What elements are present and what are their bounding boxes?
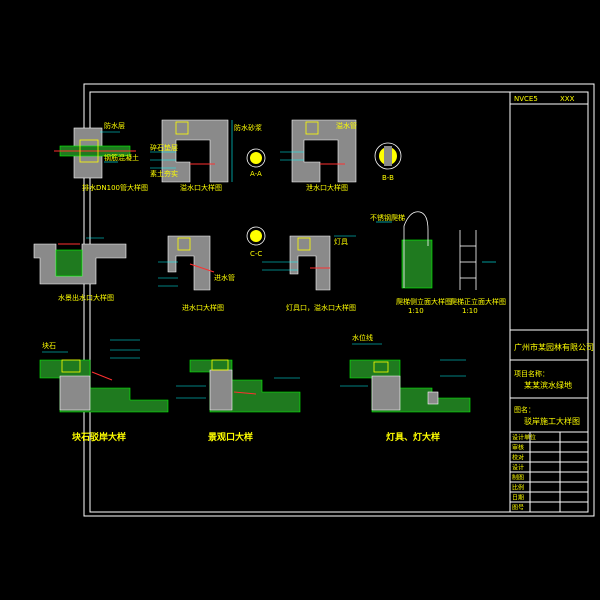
caption-d8: 灯具口，溢水口大样图 <box>286 303 356 312</box>
header-left: NVCE5 <box>514 95 538 103</box>
note-concrete: 钢筋混凝土 <box>104 153 139 162</box>
project-name: 某某滨水绿地 <box>524 380 572 390</box>
outer-border <box>83 83 595 517</box>
caption-d9: 爬梯侧立面大样图 <box>396 297 452 306</box>
note-ladder: 不锈钢爬梯 <box>370 213 405 222</box>
note-gravel: 碎石垫层 <box>150 143 178 152</box>
title-block-row-label: 设计单位 <box>512 434 536 442</box>
company-name: 广州市某园林有限公司 <box>514 342 594 352</box>
section-stone-bank: 块石驳岸大样 <box>39 339 169 443</box>
scale-d10: 1:10 <box>462 307 478 315</box>
title-block-row-label: 审核 <box>512 444 524 452</box>
scale-d9: 1:10 <box>408 307 424 315</box>
title-block-row-label: 校对 <box>512 454 524 462</box>
section-lamp: 灯具、灯大样 <box>340 343 471 443</box>
caption-d4: A-A <box>250 170 262 178</box>
title-block: NVCE5 XXX 广州市某园林有限公司 项目名称： 某某滨水绿地 图名： 驳岸… <box>509 91 594 513</box>
header-right: XXX <box>560 95 575 103</box>
title-block-row-label: 图号 <box>512 505 524 512</box>
note-overflow-pipe: 溢水管 <box>336 121 357 130</box>
detail-water-outlet: 水景出水口大样图 <box>33 237 127 302</box>
note-waterproof: 防水层 <box>104 121 125 130</box>
caption-d7: 进水口大样图 <box>182 303 224 312</box>
detail-inlet: 进水口大样图 <box>158 235 224 312</box>
note-stone: 块石 <box>42 341 56 350</box>
caption-s1: 块石驳岸大样 <box>72 431 126 443</box>
section-b-b: B-B <box>374 142 402 182</box>
section-landscape-outlet: 景观口大样 <box>176 359 301 443</box>
inner-border <box>89 91 589 513</box>
note-soil: 素土夯实 <box>150 169 178 178</box>
caption-s3: 灯具、灯大样 <box>386 431 440 443</box>
note-inlet-pipe: 进水管 <box>214 273 235 282</box>
detail-ladder-side: 爬梯侧立面大样图 1:10 <box>376 211 452 315</box>
caption-d13: C-C <box>250 250 262 258</box>
caption-d6: 水景出水口大样图 <box>58 293 114 302</box>
note-mortar: 防水砂浆 <box>234 123 262 132</box>
caption-d3: 泄水口大样图 <box>306 183 348 192</box>
caption-d1: 排水DN100管大样图 <box>82 183 148 192</box>
note-waterline: 水位线 <box>352 333 373 342</box>
project-label: 项目名称： <box>514 369 549 378</box>
caption-d10: 爬梯正立面大样图 <box>450 297 506 306</box>
caption-d2: 溢水口大样图 <box>180 183 222 192</box>
title-block-row-label: 比例 <box>512 484 524 492</box>
detail-ladder-front: 爬梯正立面大样图 1:10 <box>450 230 506 315</box>
callout-notes: 防水层 钢筋混凝土 防水砂浆 碎石垫层 素土夯实 溢水管 进水管 灯具 不锈钢爬… <box>42 121 405 350</box>
caption-d5: B-B <box>382 174 394 182</box>
note-lamp: 灯具 <box>334 237 348 246</box>
title-block-row-label: 制图 <box>512 474 524 482</box>
section-c-c: C-C <box>246 226 266 258</box>
drawing-label: 图名： <box>514 405 535 414</box>
detail-pipe-dn100: 排水DN100管大样图 <box>54 127 148 192</box>
detail-drain-outlet: 泄水口大样图 <box>280 119 357 192</box>
detail-lamp-overflow: 灯具口，溢水口大样图 <box>262 235 356 312</box>
drawing-name: 驳岸施工大样图 <box>524 416 580 426</box>
detail-overflow-outlet: 溢水口大样图 <box>150 119 233 192</box>
caption-s2: 景观口大样 <box>208 431 253 443</box>
title-block-row-label: 日期 <box>512 494 524 502</box>
title-block-row-label: 设计 <box>512 464 524 472</box>
section-a-a: A-A <box>246 148 266 178</box>
